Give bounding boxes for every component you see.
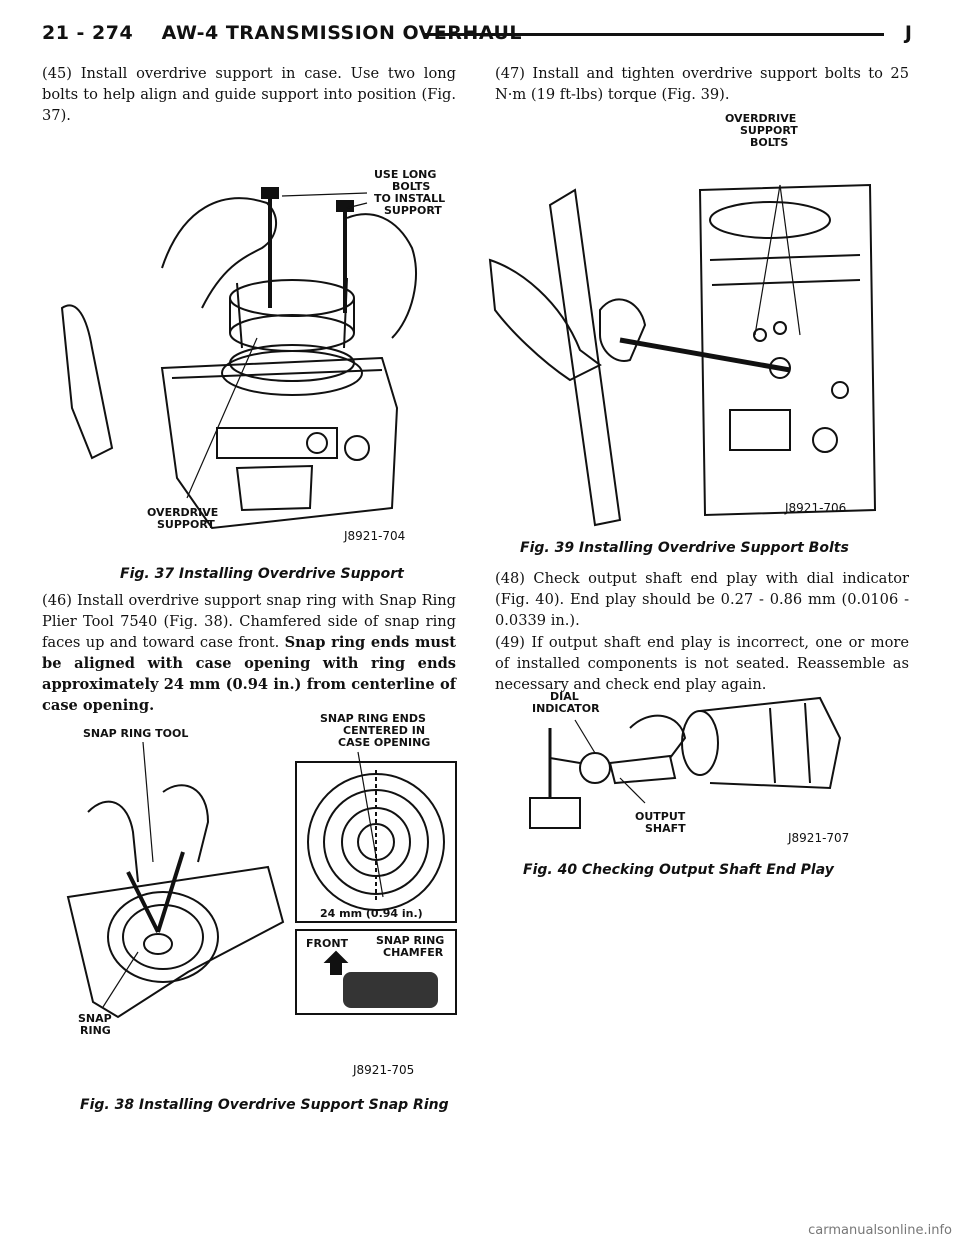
fig39-illustration: OVERDRIVE SUPPORT BOLTS J8921-706 — [480, 110, 890, 530]
fig38-illustration: SNAP RING TOOL SNAP RING ENDS CENTERED I… — [58, 712, 458, 1082]
fig38-caption: Fig. 38 Installing Overdrive Support Sna… — [80, 1097, 449, 1113]
svg-text:CHAMFER: CHAMFER — [383, 946, 444, 959]
svg-text:OVERDRIVE: OVERDRIVE — [147, 506, 218, 519]
fig39-label-bolts: OVERDRIVE SUPPORT BOLTS — [725, 112, 798, 149]
svg-text:INDICATOR: INDICATOR — [532, 702, 600, 715]
fig37-illustration: USE LONG BOLTS TO INSTALL SUPPORT OVERDR… — [52, 148, 462, 548]
svg-text:SHAFT: SHAFT — [645, 822, 686, 835]
svg-text:OUTPUT: OUTPUT — [635, 810, 686, 823]
fig38-label-tool: SNAP RING TOOL — [83, 727, 188, 740]
svg-text:BOLTS: BOLTS — [392, 180, 430, 193]
step-48: (48) Check output shaft end play with di… — [495, 570, 909, 629]
fig40-label-dial: DIAL INDICATOR — [532, 690, 600, 715]
fig39-id: J8921-706 — [784, 501, 846, 515]
svg-text:TO INSTALL: TO INSTALL — [374, 192, 445, 205]
fig37-label-use-long-bolts: USE LONG BOLTS TO INSTALL SUPPORT — [374, 168, 445, 217]
svg-text:SUPPORT: SUPPORT — [157, 518, 215, 531]
fig38-id: J8921-705 — [352, 1063, 414, 1077]
page-header: 21 - 274 AW-4 TRANSMISSION OVERHAUL J — [42, 18, 912, 48]
fig40-id: J8921-707 — [787, 831, 849, 845]
fig38-label-chamfer: SNAP RING CHAMFER — [376, 934, 444, 959]
watermark: carmanualsonline.info — [808, 1223, 952, 1238]
step-47: (47) Install and tighten overdrive suppo… — [495, 65, 909, 103]
svg-text:RING: RING — [80, 1024, 111, 1037]
fig40-illustration: DIAL INDICATOR OUTPUT SHAFT J8921-707 — [520, 688, 860, 848]
fig37-label-overdrive-support: OVERDRIVE SUPPORT — [147, 506, 218, 531]
fig38-label-ends: SNAP RING ENDS CENTERED IN CASE OPENING — [320, 712, 430, 749]
step-46: (46) Install overdrive support snap ring… — [42, 592, 456, 714]
svg-text:OVERDRIVE: OVERDRIVE — [725, 112, 796, 125]
svg-text:USE LONG: USE LONG — [374, 168, 436, 181]
svg-text:SNAP RING ENDS: SNAP RING ENDS — [320, 712, 426, 725]
svg-text:BOLTS: BOLTS — [750, 136, 788, 149]
svg-text:CASE OPENING: CASE OPENING — [338, 736, 430, 749]
svg-text:DIAL: DIAL — [550, 690, 579, 703]
header-rule — [424, 33, 884, 36]
svg-text:SNAP: SNAP — [78, 1012, 112, 1025]
fig38-label-measure: 24 mm (0.94 in.) — [320, 907, 423, 920]
fig39-caption: Fig. 39 Installing Overdrive Support Bol… — [520, 540, 849, 556]
fig40-caption: Fig. 40 Checking Output Shaft End Play — [523, 862, 834, 878]
svg-text:SUPPORT: SUPPORT — [740, 124, 798, 137]
section-letter: J — [904, 22, 912, 44]
fig37-caption: Fig. 37 Installing Overdrive Support — [120, 566, 404, 582]
step-45: (45) Install overdrive support in case. … — [42, 65, 456, 124]
svg-text:SNAP RING: SNAP RING — [376, 934, 444, 947]
page-title: 21 - 274 AW-4 TRANSMISSION OVERHAUL — [42, 22, 522, 44]
fig40-label-shaft: OUTPUT SHAFT — [635, 810, 686, 835]
svg-text:CENTERED IN: CENTERED IN — [343, 724, 425, 737]
svg-text:SUPPORT: SUPPORT — [384, 204, 442, 217]
fig37-id: J8921-704 — [343, 529, 405, 543]
fig38-label-front: FRONT — [306, 937, 349, 950]
step-49: (49) If output shaft end play is incorre… — [495, 634, 909, 693]
fig38-label-snap-ring: SNAP RING — [78, 1012, 112, 1037]
